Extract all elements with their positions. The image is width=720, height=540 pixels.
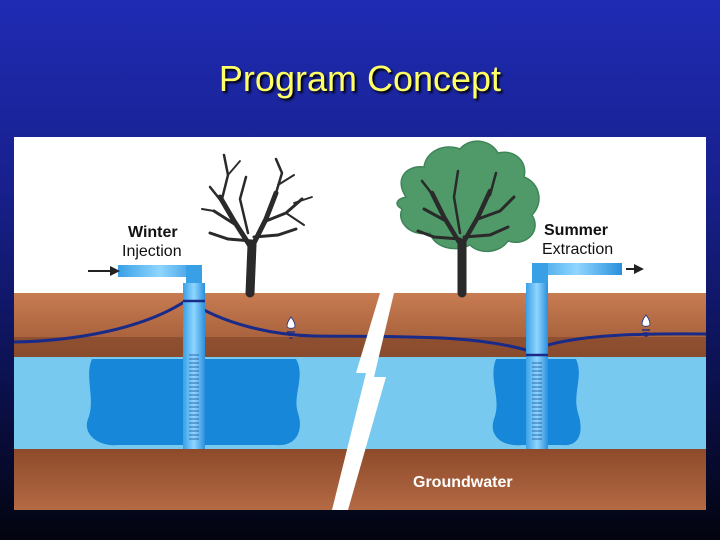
- tree-icon: [201, 153, 313, 298]
- tree-foliage: [396, 140, 540, 253]
- winter-label-line2: Injection: [122, 243, 182, 260]
- program-concept-diagram: Winter Injection Summer Extraction Groun…: [14, 137, 706, 510]
- summer-label-line1: Summer: [544, 222, 608, 239]
- winter-label-line1: Winter: [128, 224, 178, 241]
- summer-label-line2: Extraction: [542, 241, 613, 258]
- slide-title: Program Concept: [218, 58, 502, 99]
- water-table-marker-icon: [641, 314, 651, 337]
- lightning-fault-icon: [332, 293, 394, 510]
- tree-icon: [396, 140, 540, 298]
- water-table-line: [14, 298, 706, 353]
- arrow-right-icon: [626, 264, 644, 274]
- soil-layer-lower: [14, 337, 706, 357]
- arrow-right-icon: [88, 266, 120, 276]
- water-table-marker-icon: [286, 316, 296, 339]
- extraction-well: [526, 263, 622, 449]
- injection-well: [118, 265, 205, 449]
- groundwater-label: Groundwater: [413, 474, 513, 491]
